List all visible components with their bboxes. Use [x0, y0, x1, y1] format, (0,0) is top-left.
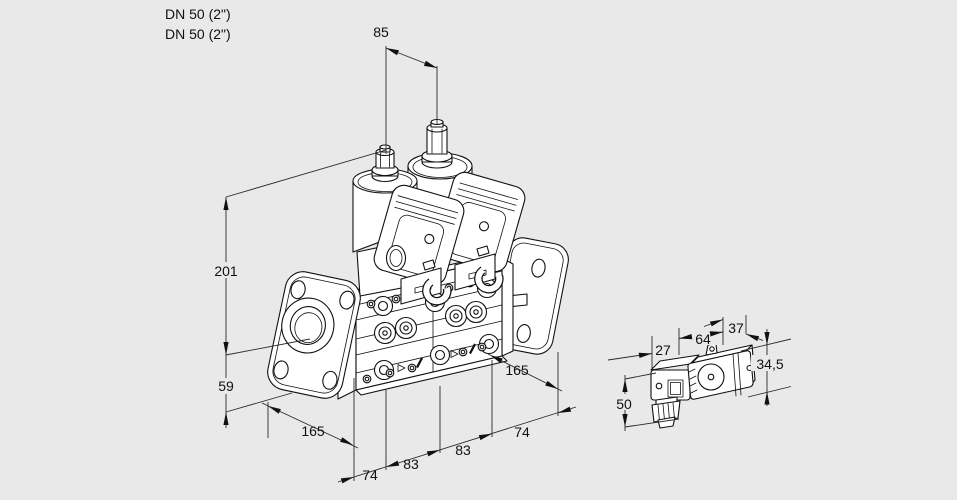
adjuster-slot-icon — [469, 343, 476, 354]
dim-flange-center-height: 59 — [218, 378, 234, 394]
port-size-label-top: DN 50 (2") — [165, 6, 231, 22]
detail-view — [650, 343, 756, 429]
dimension-text-masks — [204, 262, 789, 410]
flange-bolt-hole — [290, 280, 306, 300]
test-nipples — [373, 300, 488, 345]
adjuster-slot-icon — [416, 357, 423, 368]
flange-bolt-hole — [322, 370, 338, 390]
flange-bolt-hole — [273, 360, 289, 380]
flange-bolt-hole — [339, 290, 355, 310]
dim-overall-height: 201 — [214, 263, 238, 279]
rear-actuator-cover — [434, 171, 526, 273]
dim-valve-spacing-2: 83 — [455, 442, 471, 458]
dim-edge-offset-rear: 74 — [514, 424, 530, 440]
flange-bolt-hole — [516, 324, 531, 343]
dim-valve-spacing-1: 83 — [403, 456, 419, 472]
dim-end-cap-length: 37 — [728, 320, 744, 336]
detail-coil-body — [687, 343, 756, 400]
side-port-boss — [385, 244, 407, 272]
front-actuator — [352, 144, 465, 306]
dimension-arrows — [223, 48, 770, 484]
dim-flange-width-front: 165 — [301, 423, 325, 439]
dim-actuator-pitch: 85 — [373, 24, 389, 40]
port-size-label-bottom: DN 50 (2") — [165, 26, 231, 42]
rear-actuator — [407, 118, 526, 294]
dim-flange-width-rear: 165 — [505, 362, 529, 378]
dim-edge-offset-front: 74 — [362, 467, 378, 483]
dim-coil-length: 64 — [695, 331, 711, 347]
flow-direction-icon — [397, 364, 406, 372]
cable-gland — [651, 396, 681, 429]
front-flange — [267, 271, 361, 399]
dim-connector-height: 50 — [616, 396, 632, 412]
dim-connector-depth: 27 — [655, 342, 671, 358]
flow-direction-icon — [450, 350, 459, 358]
solenoid-connector — [454, 253, 496, 291]
flange-bolt-hole — [531, 258, 546, 278]
dim-coil-height: 34,5 — [756, 356, 783, 372]
